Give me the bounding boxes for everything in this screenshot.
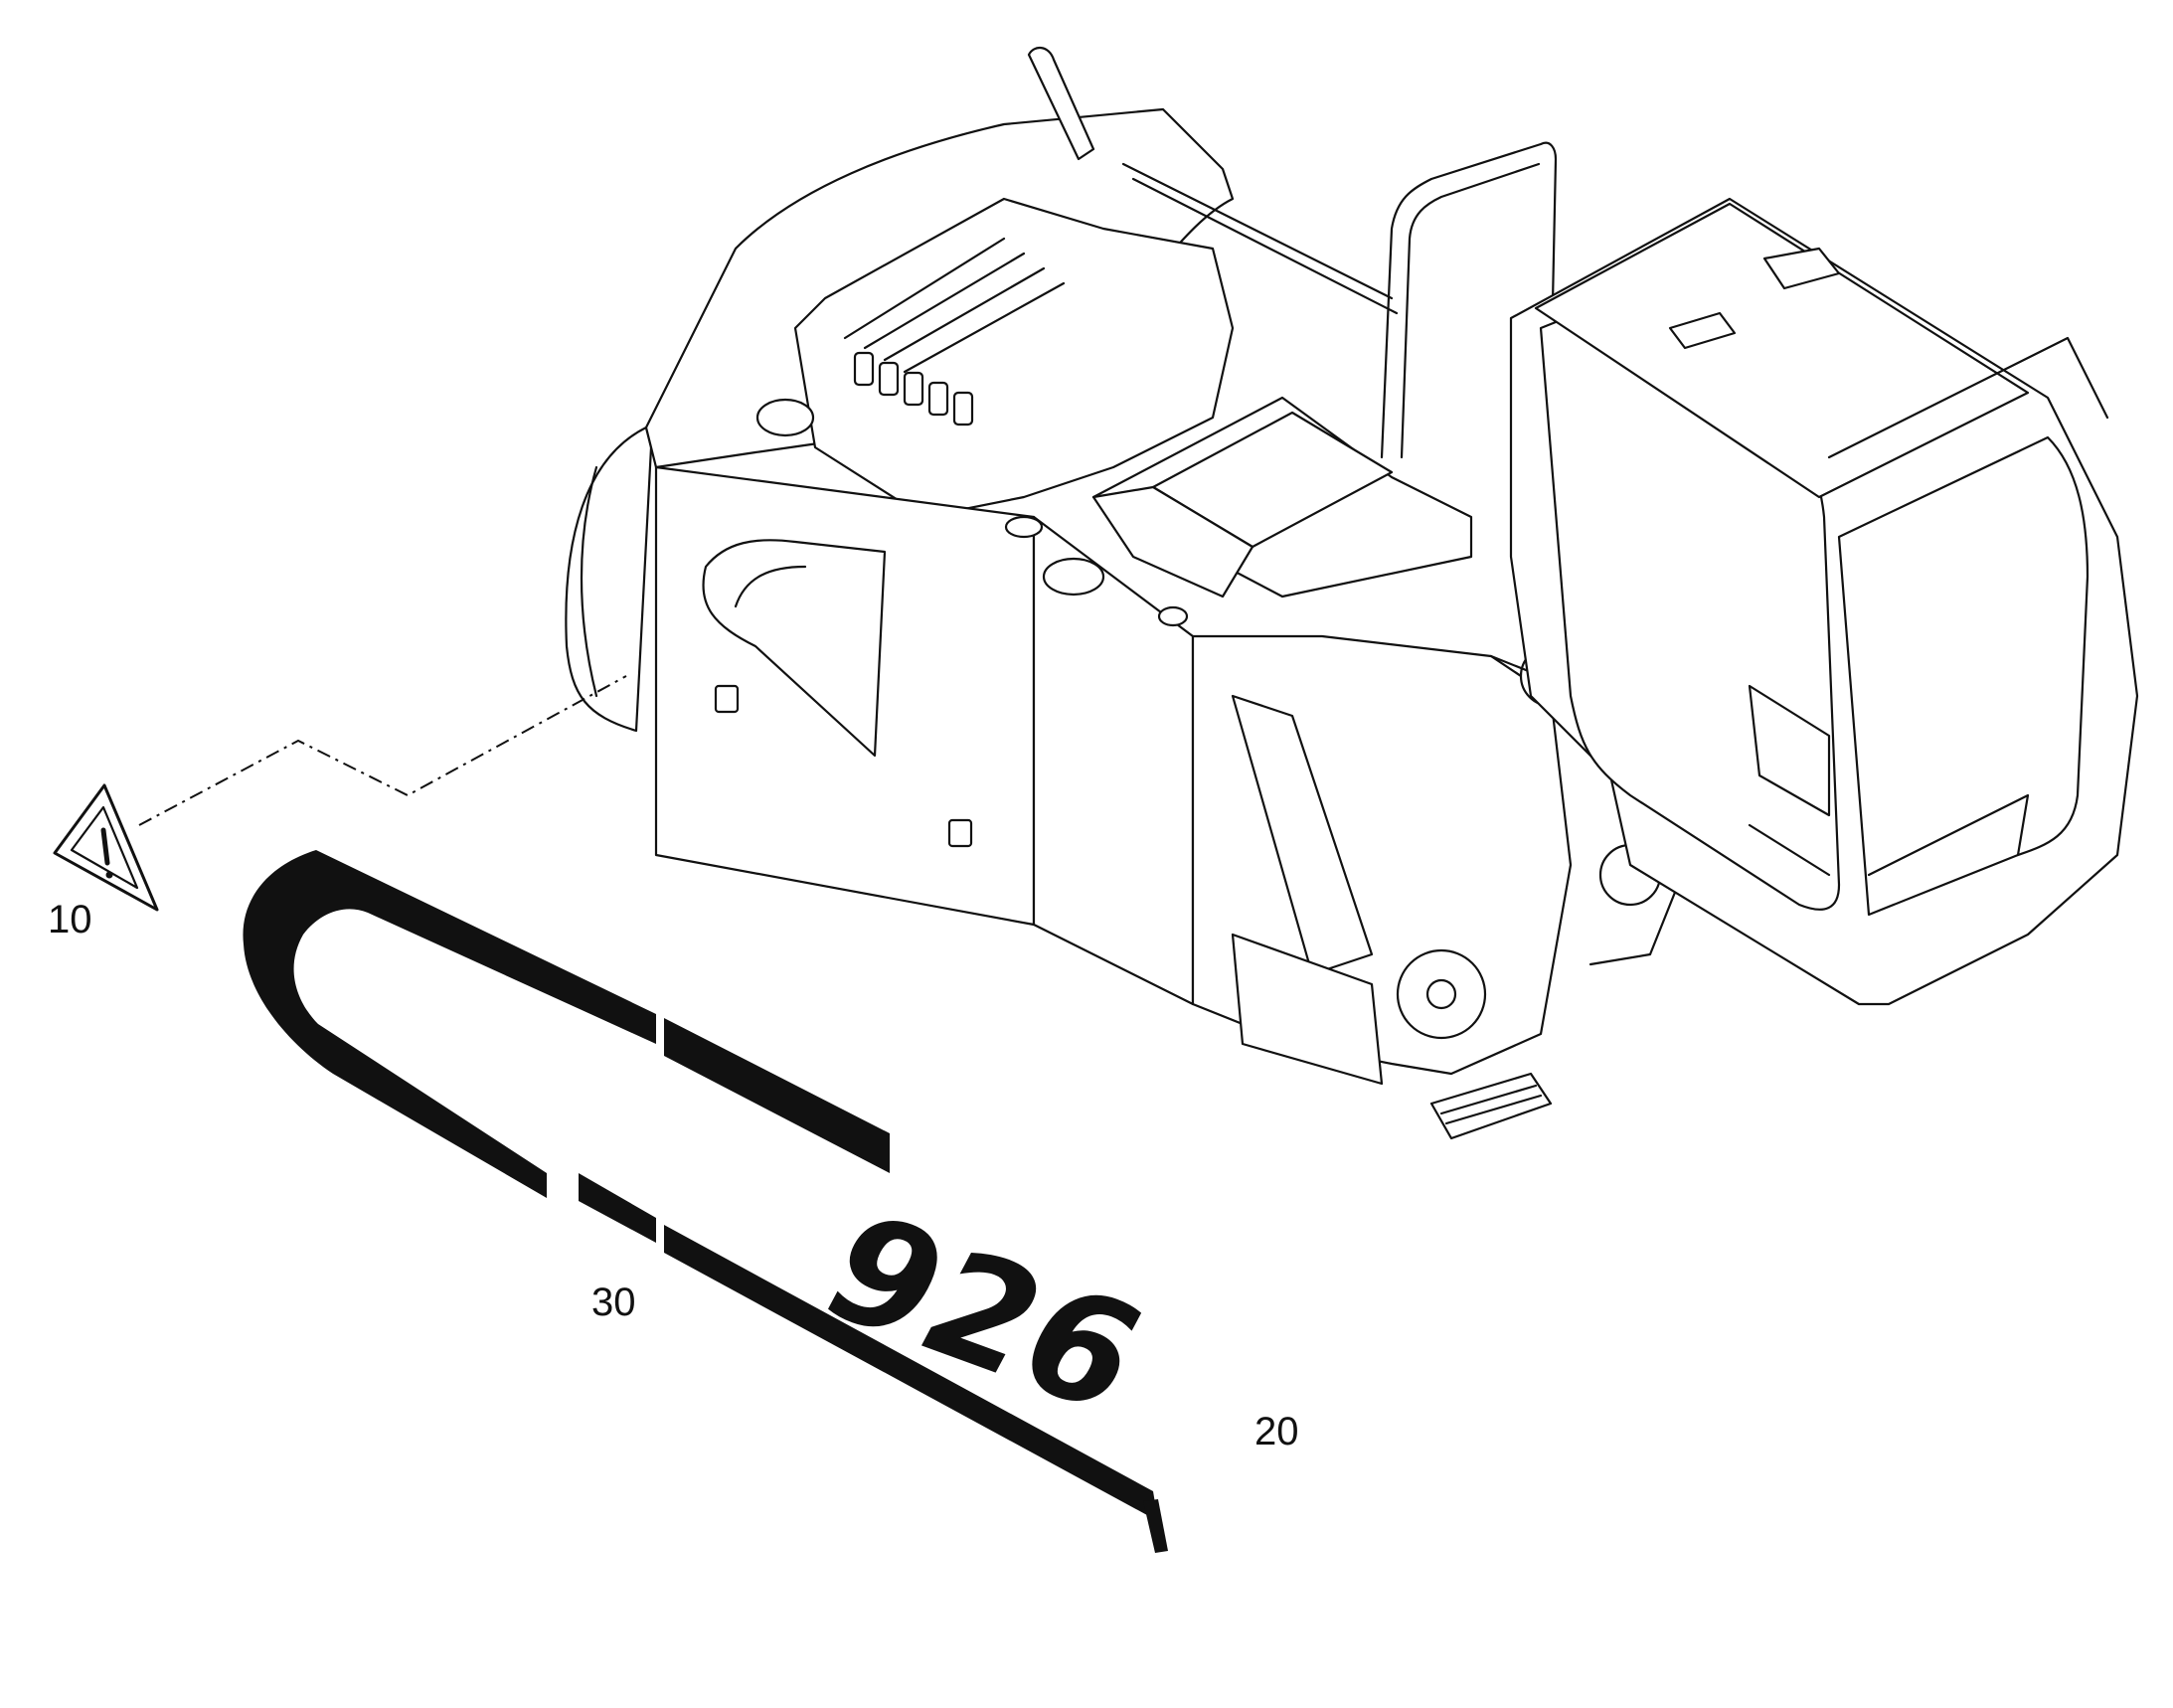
cab-side-window [1837,435,2089,917]
cab-roof [1534,202,2030,499]
operator-cab [1509,197,2139,1006]
model-number-decal: 926 [796,1182,1171,1444]
excavator-upper-structure [565,47,1692,1140]
callout-30: 30 [591,1281,636,1324]
handrail [1380,141,1558,459]
stripe-decal [243,850,1168,1553]
callout-10: 10 [48,898,92,941]
callout-20: 20 [1254,1410,1299,1453]
exhaust-pipe [1027,47,1095,161]
side-door-window [702,539,887,758]
decal-number-926: 926 [796,1182,1171,1444]
warning-triangle-icon [53,783,159,912]
access-step [1429,1072,1553,1140]
engine-grille [843,237,1066,427]
rear-louvres [1121,162,1399,315]
stripe-lower [579,1173,656,1243]
leader-line-10 [138,675,627,826]
center-plate [1091,485,1254,598]
fuel-cap [755,398,815,437]
stripe-upper [243,850,656,1198]
swivel-pulley [1396,948,1487,1040]
